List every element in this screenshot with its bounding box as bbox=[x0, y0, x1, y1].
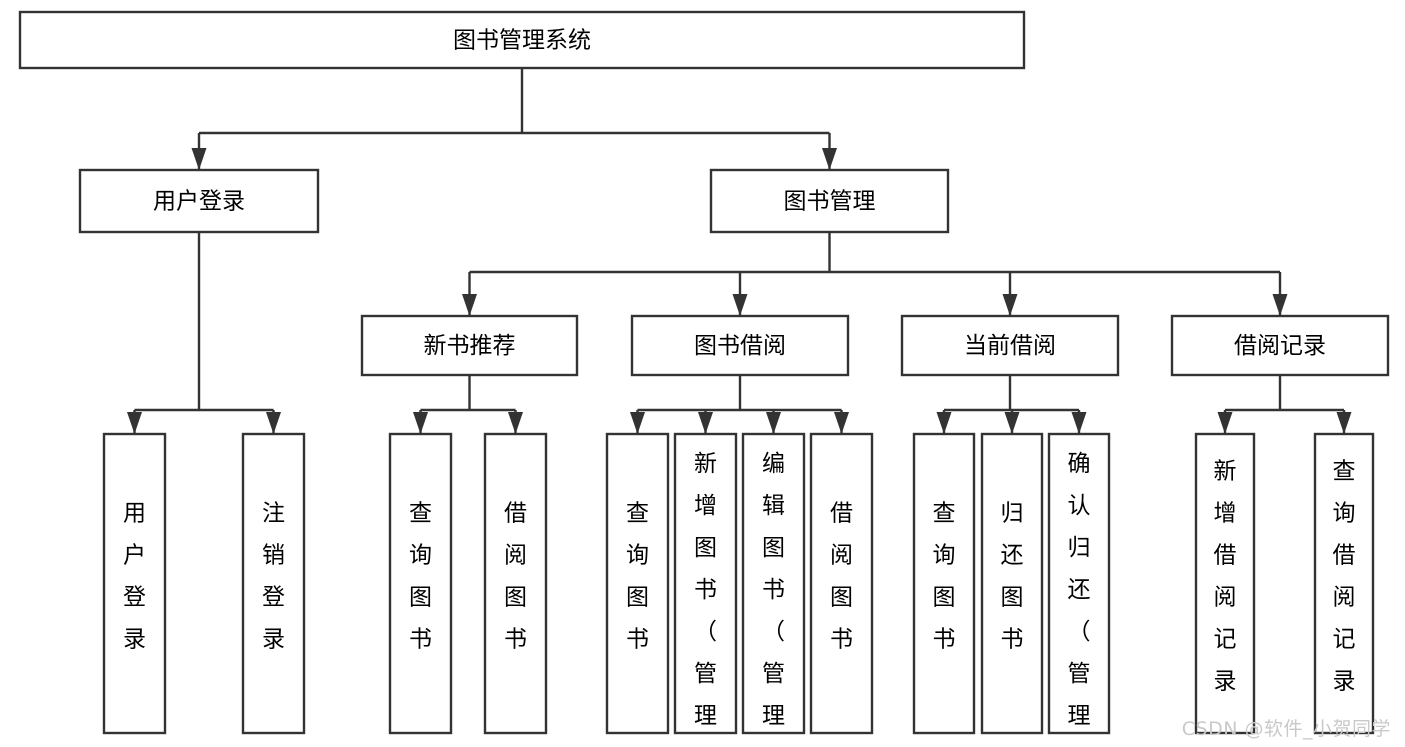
leaf-leaf-borrow-book-recommend-box bbox=[483, 432, 548, 735]
node-book-manage-box bbox=[709, 168, 950, 234]
conn-root-arrow-1 bbox=[822, 148, 837, 170]
leaf-leaf-query-book-recommend-box bbox=[388, 432, 453, 735]
leaf-leaf-add-book-admin-label: 新增图书（管理员） bbox=[694, 451, 717, 747]
leaf-leaf-logout-label: 注销登录 bbox=[262, 501, 285, 653]
leaf-leaf-query-book-box bbox=[605, 432, 670, 735]
node-book-borrow[interactable]: 图书借阅 bbox=[630, 314, 850, 377]
leaf-leaf-add-book-admin-box bbox=[673, 432, 738, 735]
leaf-leaf-query-book-current[interactable]: 查询图书 bbox=[912, 432, 976, 735]
leaf-leaf-borrow-book-recommend[interactable]: 借阅图书 bbox=[483, 432, 548, 735]
leaf-leaf-query-borrow-record-box bbox=[1313, 432, 1375, 735]
leaf-leaf-borrow-book-recommend-label: 借阅图书 bbox=[504, 501, 527, 653]
leaf-leaf-borrow-book-label: 借阅图书 bbox=[830, 501, 853, 653]
conn-current-borrow-arrow-1 bbox=[1004, 412, 1020, 434]
node-current-borrow[interactable]: 当前借阅 bbox=[900, 314, 1120, 377]
leaf-leaf-return-book-label: 归还图书 bbox=[1001, 501, 1024, 653]
conn-user-login-arrow-1 bbox=[266, 412, 281, 434]
leaf-leaf-logout[interactable]: 注销登录 bbox=[241, 432, 306, 735]
conn-current-borrow-arrow-2 bbox=[1071, 412, 1087, 434]
node-user-login[interactable]: 用户登录 bbox=[78, 168, 320, 234]
conn-book-borrow-arrow-1 bbox=[698, 412, 713, 434]
leaf-leaf-add-book-admin[interactable]: 新增图书（管理员） bbox=[673, 432, 738, 747]
node-book-borrow-box bbox=[630, 314, 850, 377]
node-user-login-label: 用户登录 bbox=[153, 189, 245, 215]
leaf-leaf-user-login-label: 用户登录 bbox=[123, 501, 146, 653]
leaf-leaf-edit-book-admin-label: 编辑图书（管理员） bbox=[762, 451, 785, 747]
leaf-leaf-query-book-label: 查询图书 bbox=[626, 501, 649, 653]
leaf-leaf-confirm-return-admin[interactable]: 确认归还（管理员） bbox=[1047, 432, 1111, 747]
conn-borrow-record-arrow-1 bbox=[1336, 412, 1352, 434]
leaf-leaf-query-book-recommend-label: 查询图书 bbox=[409, 501, 432, 653]
conn-book-manage-arrow-0 bbox=[462, 294, 477, 316]
leaf-leaf-add-borrow-record-box bbox=[1194, 432, 1256, 735]
leaf-leaf-add-borrow-record-label: 新增借阅记录 bbox=[1214, 459, 1237, 695]
leaf-leaf-user-login[interactable]: 用户登录 bbox=[102, 432, 167, 735]
leaf-leaf-confirm-return-admin-label: 确认归还（管理员） bbox=[1068, 451, 1091, 747]
connectors-layer bbox=[127, 68, 1352, 434]
conn-book-borrow-arrow-0 bbox=[630, 412, 645, 434]
leaf-leaf-return-book-box bbox=[980, 432, 1044, 735]
conn-book-borrow-arrow-2 bbox=[766, 412, 781, 434]
node-book-manage-label: 图书管理 bbox=[784, 189, 876, 215]
leaf-leaf-query-book[interactable]: 查询图书 bbox=[605, 432, 670, 735]
conn-borrow-record-arrow-0 bbox=[1217, 412, 1233, 434]
conn-book-borrow-arrow-3 bbox=[834, 412, 849, 434]
node-root[interactable]: 图书管理系统 bbox=[18, 10, 1026, 70]
node-book-borrow-label: 图书借阅 bbox=[694, 333, 786, 359]
node-borrow-record-label: 借阅记录 bbox=[1234, 333, 1326, 359]
conn-book-manage-arrow-1 bbox=[732, 294, 748, 316]
leaf-leaf-user-login-box bbox=[102, 432, 167, 735]
node-book-manage[interactable]: 图书管理 bbox=[709, 168, 950, 234]
node-current-borrow-box bbox=[900, 314, 1120, 377]
node-borrow-record[interactable]: 借阅记录 bbox=[1170, 314, 1390, 377]
conn-current-borrow-arrow-0 bbox=[936, 412, 952, 434]
leaf-leaf-edit-book-admin-box bbox=[741, 432, 806, 735]
conn-new-book-recommend-arrow-0 bbox=[413, 412, 428, 434]
node-current-borrow-label: 当前借阅 bbox=[964, 333, 1056, 359]
leaf-leaf-query-book-current-label: 查询图书 bbox=[933, 501, 956, 653]
leaf-leaf-edit-book-admin[interactable]: 编辑图书（管理员） bbox=[741, 432, 806, 747]
leaf-leaf-query-book-current-box bbox=[912, 432, 976, 735]
node-borrow-record-box bbox=[1170, 314, 1390, 377]
node-new-book-recommend-label: 新书推荐 bbox=[424, 333, 516, 359]
conn-book-manage-arrow-2 bbox=[1002, 294, 1018, 316]
node-new-book-recommend[interactable]: 新书推荐 bbox=[360, 314, 579, 377]
leaf-leaf-add-borrow-record[interactable]: 新增借阅记录 bbox=[1194, 432, 1256, 735]
node-new-book-recommend-box bbox=[360, 314, 579, 377]
leaf-leaf-query-book-recommend[interactable]: 查询图书 bbox=[388, 432, 453, 735]
conn-book-manage-arrow-3 bbox=[1272, 294, 1288, 316]
leaf-leaf-query-borrow-record-label: 查询借阅记录 bbox=[1333, 459, 1356, 695]
conn-user-login-arrow-0 bbox=[127, 412, 142, 434]
leaf-leaf-logout-box bbox=[241, 432, 306, 735]
leaf-leaf-confirm-return-admin-box bbox=[1047, 432, 1111, 735]
leaf-leaf-query-borrow-record[interactable]: 查询借阅记录 bbox=[1313, 432, 1375, 735]
node-root-label: 图书管理系统 bbox=[453, 28, 591, 54]
node-root-box bbox=[18, 10, 1026, 70]
leaf-leaf-return-book[interactable]: 归还图书 bbox=[980, 432, 1044, 735]
nodes-layer: 图书管理系统用户登录图书管理新书推荐图书借阅当前借阅借阅记录用户登录注销登录查询… bbox=[18, 10, 1390, 747]
conn-root-arrow-0 bbox=[191, 148, 207, 170]
leaf-leaf-borrow-book[interactable]: 借阅图书 bbox=[809, 432, 874, 735]
node-user-login-box bbox=[78, 168, 320, 234]
leaf-leaf-borrow-book-box bbox=[809, 432, 874, 735]
conn-new-book-recommend-arrow-1 bbox=[508, 412, 523, 434]
